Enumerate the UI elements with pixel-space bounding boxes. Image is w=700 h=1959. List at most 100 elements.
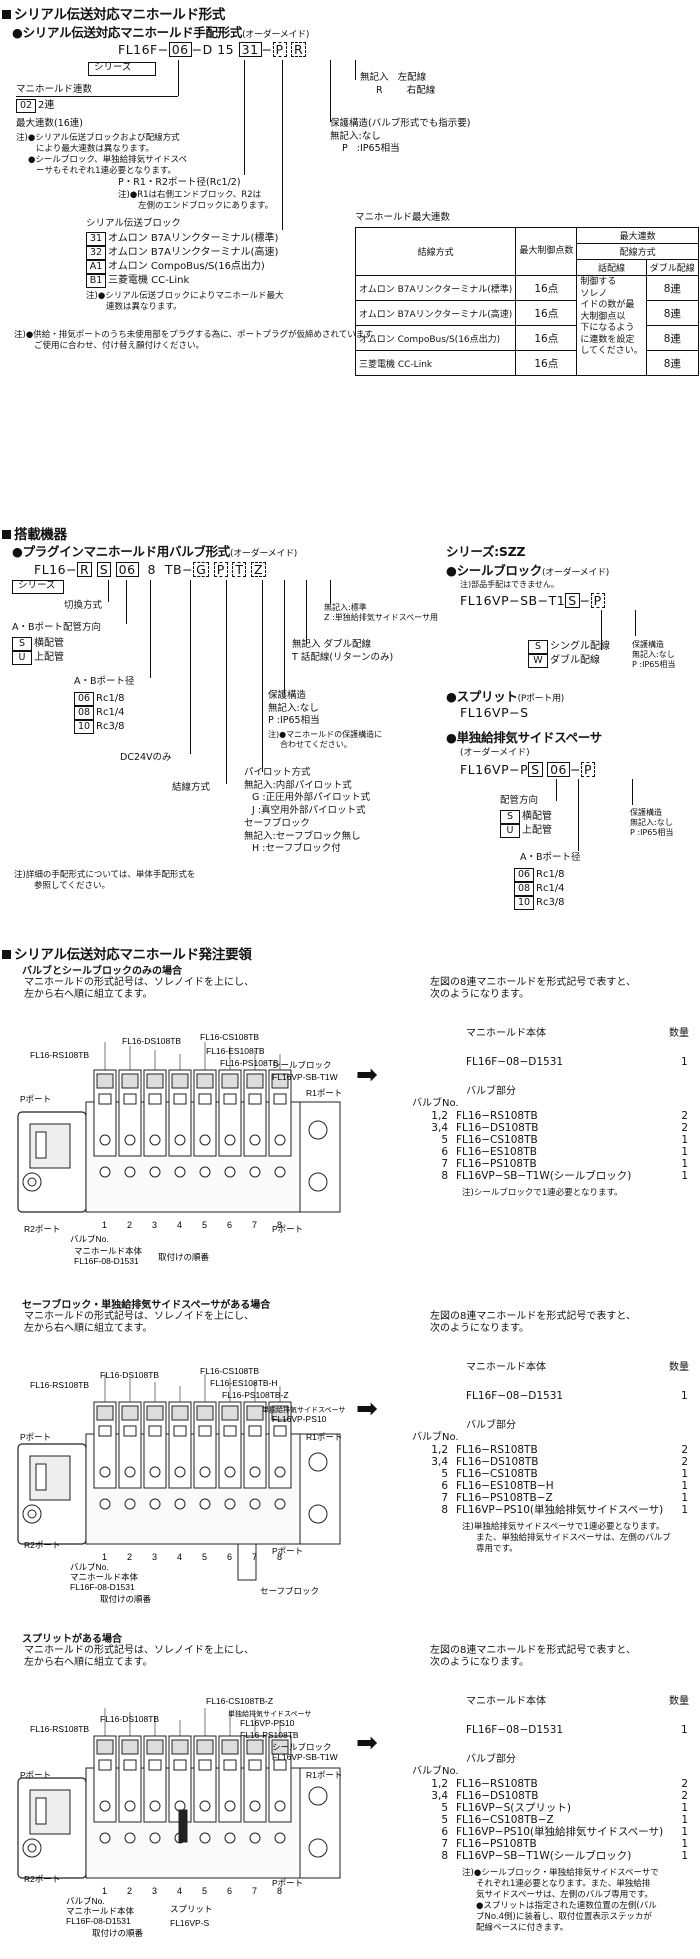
diagram-label: Pポート — [272, 1224, 303, 1234]
valve-number: 4 — [177, 1886, 182, 1896]
diagram-label: Pポート — [20, 1770, 51, 1780]
switch-method-label: 切換方式 — [64, 600, 103, 611]
section2-note: 注)詳細の手配形式については、単体手配形式を参照してください。 — [14, 870, 196, 891]
valve-number: 5 — [202, 1886, 207, 1896]
diagram-label: R1ポート — [306, 1770, 342, 1780]
r2-port-inner — [27, 1843, 37, 1853]
diagram-label: FL16VP-PS10 — [240, 1718, 295, 1728]
diagram-label: FL16-PS108TB-Z — [222, 1390, 289, 1400]
port-size-label: P・R1・R2ポート径(Rc1/2) — [118, 177, 241, 188]
valve-number: 7 — [252, 1886, 257, 1896]
qty-label: 数量 — [669, 1028, 689, 1039]
arrow-icon: ➡ — [356, 1394, 378, 1424]
port-fitting — [99, 1466, 111, 1478]
valve-no-label: バルブNo. — [412, 1766, 459, 1777]
valve-indicator — [173, 1759, 187, 1771]
diagram-label: R2ポート — [24, 1874, 60, 1884]
port-fitting — [249, 1466, 261, 1478]
valve-number: 3 — [152, 1552, 157, 1562]
result-intro: 左図の8連マニホールドを形式記号で表すと、次のようになります。 — [430, 1645, 636, 1668]
port-fitting — [124, 1166, 136, 1178]
valve-indicator — [148, 1759, 162, 1771]
diagram-label: 取付けの順番 — [158, 1252, 210, 1262]
valve-number: 6 — [227, 1220, 232, 1230]
example-note: 注)単独給排気サイドスペーサで1連必要となります。また、単独給排気サイドスペーサ… — [462, 1522, 671, 1554]
valve-indicator — [98, 1425, 112, 1437]
solenoid — [221, 1073, 239, 1089]
port-fitting — [149, 1832, 161, 1844]
example-note: 注)●シールブロック・単独給排気サイドスペーサでそれぞれ1連必要となります。また… — [462, 1868, 659, 1933]
r1-port — [308, 1120, 328, 1140]
r1-port — [308, 1786, 328, 1806]
solenoid — [146, 1405, 164, 1421]
valve-no-label: バルブNo. — [412, 1432, 459, 1443]
manifold-body-qty: 1 — [681, 1390, 688, 1402]
port-fitting — [224, 1166, 236, 1178]
diagram-label: FL16F-08-D1531 — [70, 1582, 135, 1592]
port-fitting — [224, 1466, 236, 1478]
serial-connector — [35, 1463, 47, 1491]
example-intro: マニホールドの形式記号は、ソレノイドを上にし、左から右へ順に組立てます。 — [24, 1311, 254, 1334]
port-fitting — [199, 1498, 211, 1510]
split-title: ●スプリット(Pポート用) — [446, 689, 564, 704]
diagram-label: FL16-RS108TB — [30, 1380, 89, 1390]
solenoid — [271, 1739, 289, 1755]
port-fitting — [274, 1800, 286, 1812]
port-fitting — [149, 1166, 161, 1178]
valve-number: 6 — [227, 1552, 232, 1562]
port-fitting — [99, 1166, 111, 1178]
example-title: セーフブロック・単独給排気サイドスペーサがある場合 — [22, 1300, 271, 1311]
port-fitting — [149, 1800, 161, 1812]
port-fitting — [174, 1466, 186, 1478]
serial-connector — [35, 1131, 47, 1159]
diagram-label: FL16VP-SB-T1W — [272, 1072, 338, 1082]
valve-indicator — [248, 1425, 262, 1437]
arrow-icon: ➡ — [356, 1728, 378, 1758]
solenoid — [246, 1405, 264, 1421]
right-end-block — [299, 1433, 341, 1545]
port-fitting — [199, 1466, 211, 1478]
port-fitting — [249, 1166, 261, 1178]
valve-indicator — [223, 1425, 237, 1437]
valve-number: 7 — [252, 1220, 257, 1230]
max-stations: 最大連数(16連) — [16, 118, 84, 129]
manifold-body-label: マニホールド本体 — [466, 1362, 546, 1373]
solenoid — [96, 1073, 114, 1089]
valve-indicator — [198, 1759, 212, 1771]
result-intro: 左図の8連マニホールドを形式記号で表すと、次のようになります。 — [430, 1311, 636, 1334]
valve-number: 8 — [277, 1220, 282, 1230]
right-end-block — [299, 1101, 341, 1213]
diagram-label: FL16VP-S — [170, 1918, 210, 1928]
port-fitting — [99, 1134, 111, 1146]
port-fitting — [99, 1800, 111, 1812]
valve-indicator — [98, 1093, 112, 1105]
example-safety-spacer: セーフブロック・単独給排気サイドスペーサがある場合マニホールドの形式記号は、ソレ… — [0, 1296, 700, 1616]
valve-number: 6 — [227, 1886, 232, 1896]
diagram-label: バルブNo. — [70, 1562, 109, 1572]
valve-protection-note: 注)●マニホールドの保護構造に合わせてください。 — [268, 730, 383, 749]
valve-number: 3 — [152, 1220, 157, 1230]
manifold-body-qty: 1 — [681, 1056, 688, 1068]
diagram-label: Pポート — [272, 1546, 303, 1556]
solenoid — [121, 1073, 139, 1089]
manifold-base — [85, 1101, 301, 1213]
valve-indicator — [148, 1093, 162, 1105]
series-label: シリーズ — [94, 62, 132, 73]
port-fitting — [249, 1498, 261, 1510]
valve-indicator — [273, 1759, 287, 1771]
port-fitting — [274, 1832, 286, 1844]
port-fitting — [224, 1134, 236, 1146]
valve-number: 4 — [177, 1552, 182, 1562]
diagram-label: FL16-ES108TB-H — [210, 1378, 278, 1388]
solenoid — [196, 1739, 214, 1755]
